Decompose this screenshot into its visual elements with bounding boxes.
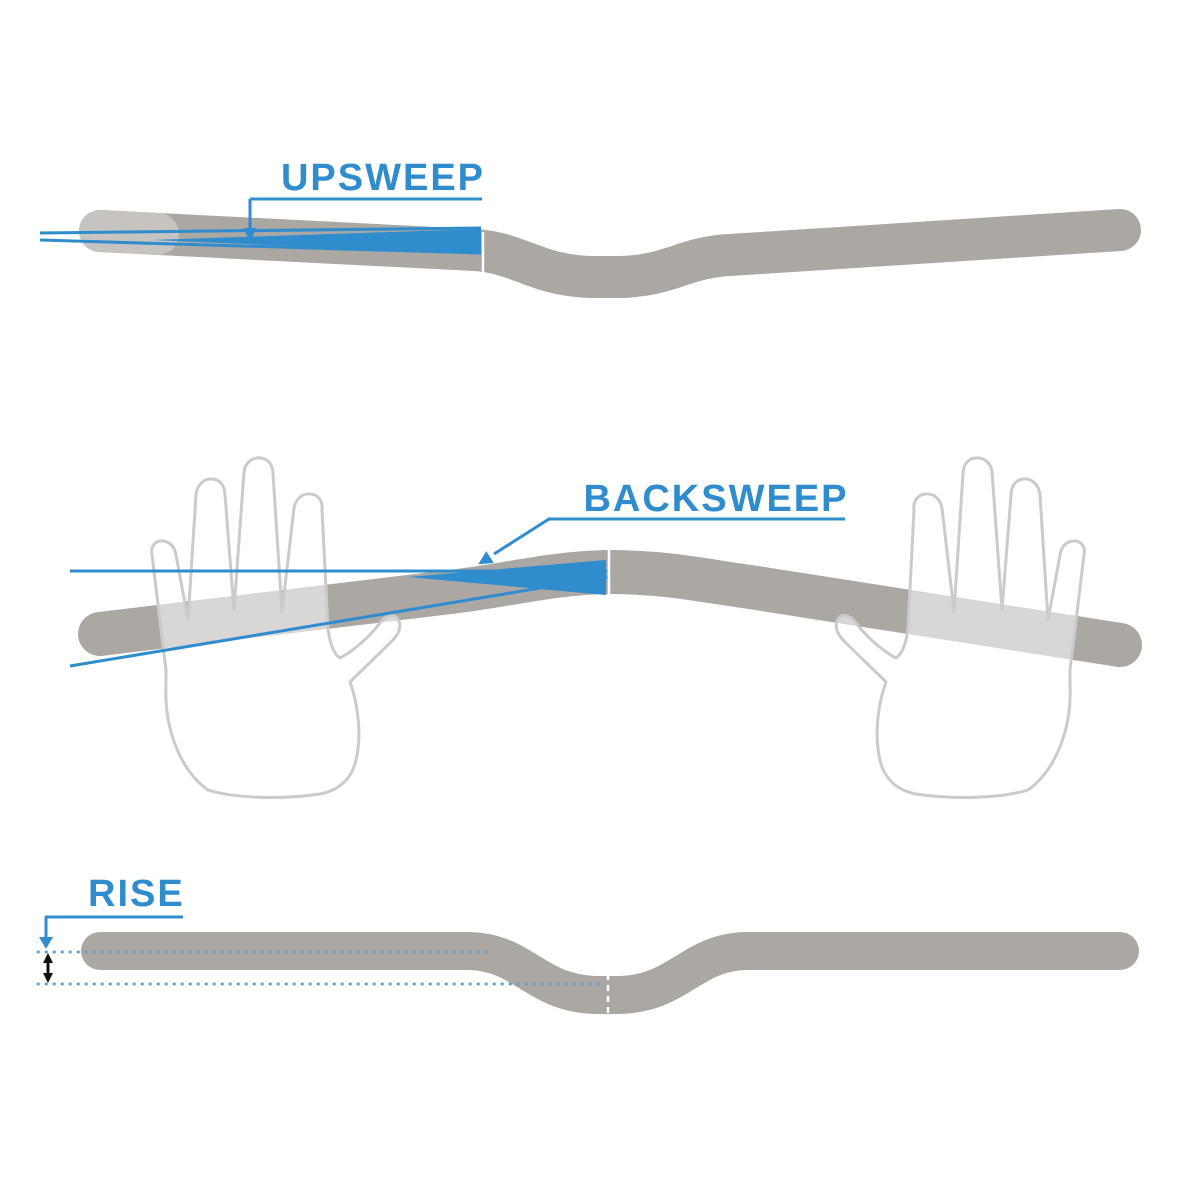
rise-arrowhead-icon [39, 937, 53, 949]
right-hand-outline [834, 456, 1086, 799]
backsweep-arrow-shaft [493, 517, 550, 556]
handlebar-rise-bar [81, 932, 1139, 1014]
rise-measure-arrowhead-down-icon [43, 973, 53, 983]
handlebar-upsweep-bar [79, 209, 1141, 298]
left-hand-outline [150, 456, 402, 799]
backsweep-arrowhead-icon [478, 551, 494, 565]
right-hand-icon [834, 456, 1086, 799]
rise-measure-arrowhead-up-icon [43, 953, 53, 963]
upsweep-label: UPSWEEP [281, 157, 485, 199]
backsweep-angle-wedge [408, 560, 606, 595]
rise-label: RISE [88, 873, 185, 915]
rise-section: RISE [36, 873, 1139, 1016]
backsweep-reference-line-slanted [69, 575, 608, 668]
upsweep-section: UPSWEEP [39, 157, 1141, 298]
upsweep-arrowhead-icon [243, 228, 257, 241]
backsweep-label: BACKSWEEP [583, 478, 848, 520]
upsweep-reference-line-top [39, 226, 482, 235]
upsweep-angle-wedge [152, 229, 481, 254]
left-hand-icon [150, 456, 402, 799]
backsweep-section: BACKSWEEP [69, 456, 1142, 799]
